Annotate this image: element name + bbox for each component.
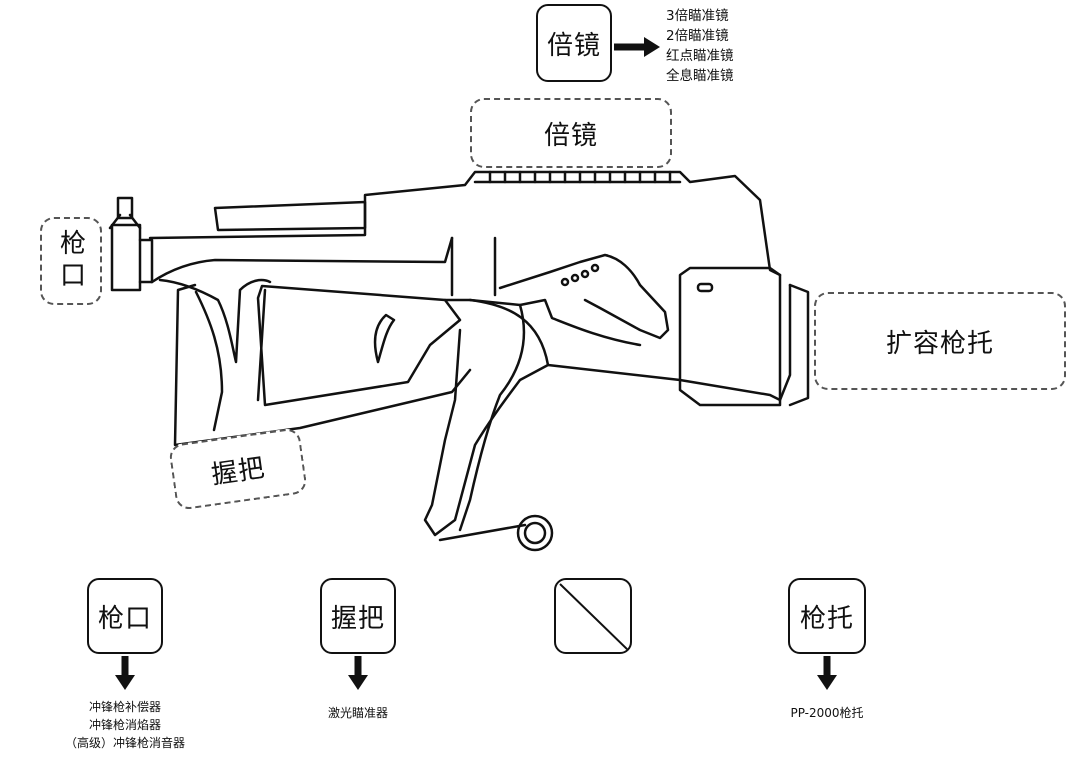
stock-options-list: PP-2000枪托 [757,704,897,722]
scope-option: 全息瞄准镜 [666,68,734,84]
scope-option: 红点瞄准镜 [666,48,734,64]
stock-category-box[interactable]: 枪托 [788,578,866,654]
stock-slot[interactable]: 扩容枪托 [814,292,1066,390]
muzzle-option: 冲锋枪补偿器 [88,700,161,714]
scope-option: 3倍瞄准镜 [666,8,729,24]
stock-category-label: 枪托 [799,603,854,634]
scope-options-list: 3倍瞄准镜 2倍瞄准镜 红点瞄准镜 全息瞄准镜 [666,6,734,86]
grip-category-box[interactable]: 握把 [320,578,396,654]
muzzle-category-box[interactable]: 枪口 [87,578,163,654]
scope-category-box[interactable]: 倍镜 [536,4,612,82]
muzzle-option: （高级）冲锋枪消音器 [64,736,185,750]
muzzle-options-list: 冲锋枪补偿器 冲锋枪消焰器 （高级）冲锋枪消音器 [45,698,205,752]
grip-option: 激光瞄准器 [327,706,388,720]
muzzle-slot[interactable]: 枪口 [40,217,102,305]
scope-slot-label: 倍镜 [543,120,598,151]
magazine-category-box [554,578,632,654]
muzzle-slot-label: 枪口 [55,229,86,293]
grip-options-list: 激光瞄准器 [288,704,428,722]
unavailable-slot-icon [559,583,630,652]
stock-option: PP-2000枪托 [790,706,864,720]
muzzle-option: 冲锋枪消焰器 [88,718,161,732]
scope-category-label: 倍镜 [546,30,601,61]
scope-slot[interactable]: 倍镜 [470,98,672,168]
muzzle-category-label: 枪口 [97,603,152,634]
stock-slot-label: 扩容枪托 [885,328,994,359]
grip-category-label: 握把 [330,603,385,634]
scope-option: 2倍瞄准镜 [666,28,729,44]
